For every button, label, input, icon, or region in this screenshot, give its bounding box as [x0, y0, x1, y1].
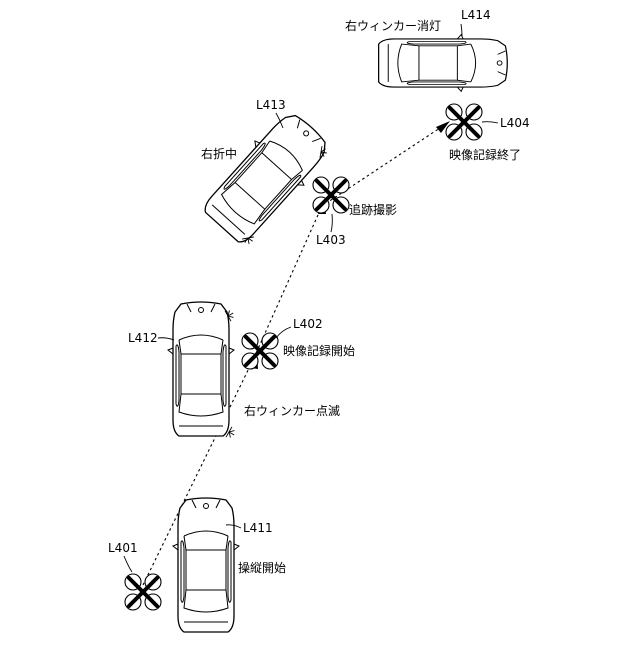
leader-L412	[158, 338, 174, 340]
top-view-car-icon	[173, 498, 239, 632]
drone-L404	[446, 104, 482, 140]
caption-recording-start: 映像記録開始	[283, 343, 355, 358]
leader-L402	[276, 327, 291, 338]
label-L411: L411	[243, 521, 273, 535]
label-L402: L402	[293, 317, 323, 331]
caption-turning-right: 右折中	[201, 146, 237, 161]
leader-L403	[331, 214, 332, 232]
drone-L402	[242, 333, 278, 369]
caption-right-blinker-on: 右ウィンカー点滅	[244, 403, 340, 418]
quadcopter-drone-icon	[446, 104, 482, 140]
label-L413: L413	[256, 98, 286, 112]
label-L403: L403	[316, 233, 346, 247]
quadcopter-drone-icon	[242, 333, 278, 369]
drone-L401	[125, 574, 161, 610]
label-L404: L404	[500, 116, 530, 130]
caption-tracking-shot: 追跡撮影	[349, 202, 397, 217]
label-L412: L412	[128, 331, 158, 345]
car-L411	[173, 498, 239, 632]
leader-L404	[482, 122, 498, 123]
car-L412	[168, 302, 234, 436]
label-L414: L414	[461, 8, 491, 22]
quadcopter-drone-icon	[313, 177, 349, 213]
top-view-car-icon	[197, 105, 336, 249]
top-view-car-icon	[379, 35, 508, 92]
top-view-car-icon	[168, 302, 234, 436]
leader-L401	[124, 556, 132, 572]
caption-right-blinker-off: 右ウィンカー消灯	[345, 18, 441, 33]
caption-recording-end: 映像記録終了	[449, 147, 521, 162]
label-L401: L401	[108, 541, 138, 555]
drone-L403	[313, 177, 349, 213]
car-L414	[379, 35, 508, 92]
caption-operation-start: 操縦開始	[238, 560, 286, 575]
car-L413	[197, 105, 336, 249]
quadcopter-drone-icon	[125, 574, 161, 610]
